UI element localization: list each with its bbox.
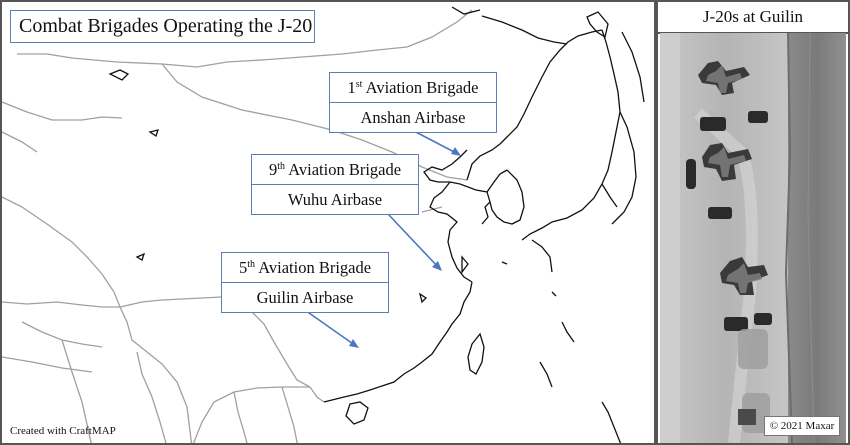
map-title: Combat Brigades Operating the J-20 bbox=[10, 10, 315, 43]
arrow-anshan bbox=[411, 129, 459, 155]
arrow-guilin bbox=[301, 307, 357, 347]
brigade-name: 1st Aviation Brigade bbox=[330, 73, 496, 103]
airbase-name: Guilin Airbase bbox=[256, 288, 354, 307]
coastlines bbox=[41, 6, 645, 443]
airbase-name: Wuhu Airbase bbox=[287, 190, 383, 209]
brigade-label-9: 9th Aviation Brigade Wuhu Airbase bbox=[251, 154, 419, 215]
brigade-label-1: 1st Aviation Brigade Anshan Airbase bbox=[329, 72, 497, 133]
ground-vehicles bbox=[686, 111, 772, 331]
airbase-name: Anshan Airbase bbox=[360, 108, 466, 127]
map-credit: Created with CraftMAP bbox=[10, 425, 116, 437]
map-base bbox=[2, 6, 645, 443]
country-borders bbox=[2, 9, 473, 443]
aircraft bbox=[706, 65, 762, 293]
copyright-label: © 2021 Maxar bbox=[764, 416, 840, 436]
arrow-guilin-head bbox=[349, 339, 359, 348]
arrow-anshan-head bbox=[451, 147, 461, 156]
arrow-wuhu-head bbox=[432, 261, 442, 271]
brigade-name: 5th Aviation Brigade bbox=[222, 253, 388, 283]
arrow-wuhu bbox=[387, 213, 440, 269]
pointer-arrows bbox=[301, 129, 461, 348]
satellite-photo-panel: J-20s at Guilin bbox=[656, 0, 850, 445]
brigade-name: 9th Aviation Brigade bbox=[252, 155, 418, 185]
brigade-label-5: 5th Aviation Brigade Guilin Airbase bbox=[221, 252, 389, 313]
photo-title: J-20s at Guilin bbox=[658, 2, 848, 34]
satellite-image bbox=[660, 33, 846, 443]
map-panel: Combat Brigades Operating the J-20 1st A… bbox=[0, 0, 656, 445]
